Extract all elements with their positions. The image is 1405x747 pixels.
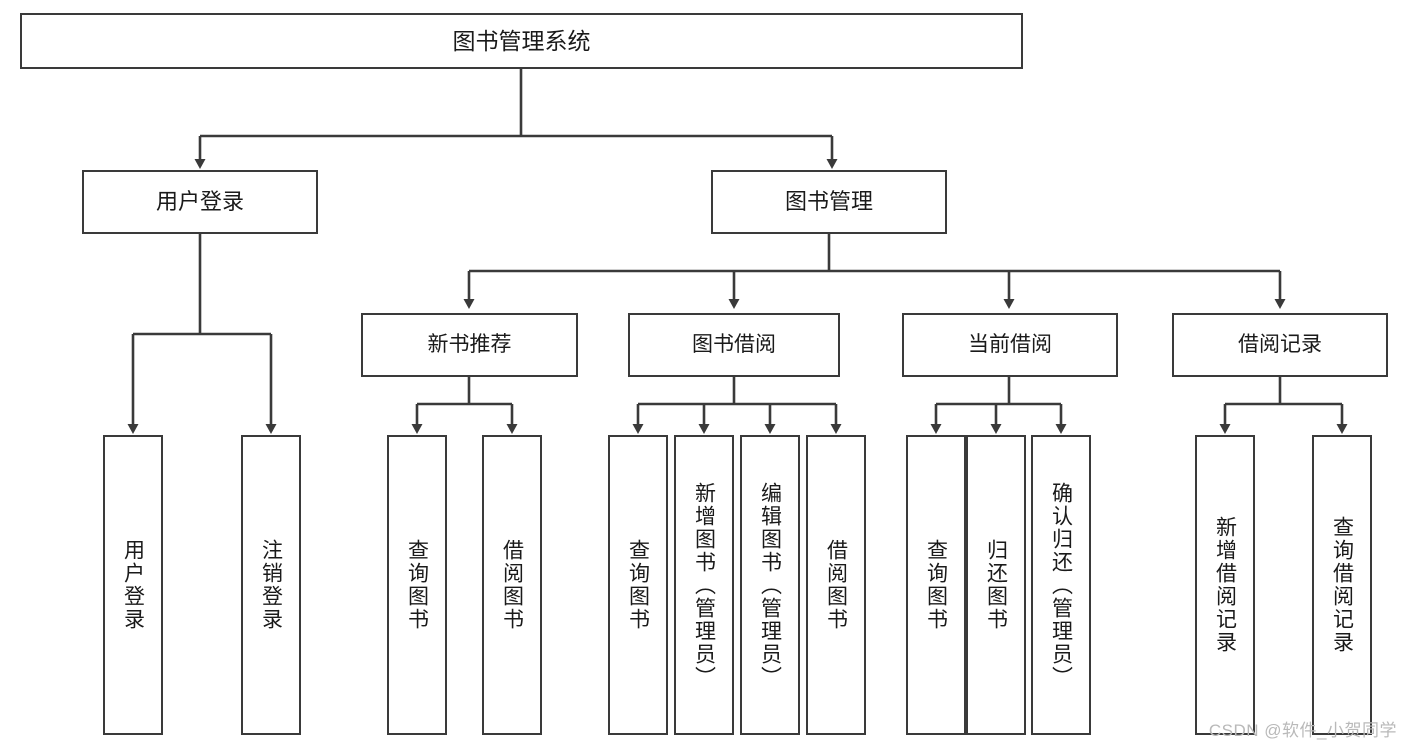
csdn-watermark: CSDN @软件_小贺同学 bbox=[1208, 721, 1397, 740]
node-leaf-confirm-return[interactable]: 确认归还（管理员） bbox=[1031, 435, 1091, 735]
node-new-book-recommend[interactable]: 新书推荐 bbox=[361, 313, 578, 377]
node-leaf-confirm-return-label: 确认归还（管理员） bbox=[1049, 481, 1073, 689]
node-leaf-query-record[interactable]: 查询借阅记录 bbox=[1312, 435, 1372, 735]
node-leaf-user-logout[interactable]: 注销登录 bbox=[241, 435, 301, 735]
node-leaf-add-book-label: 新增图书（管理员） bbox=[692, 481, 716, 689]
node-book-management[interactable]: 图书管理 bbox=[711, 170, 947, 234]
node-leaf-add-book[interactable]: 新增图书（管理员） bbox=[674, 435, 734, 735]
node-root-label: 图书管理系统 bbox=[452, 27, 591, 54]
node-book-management-label: 图书管理 bbox=[784, 188, 873, 214]
node-leaf-borrow-book-2[interactable]: 借阅图书 bbox=[806, 435, 866, 735]
node-leaf-user-login[interactable]: 用户登录 bbox=[103, 435, 163, 735]
node-borrow-record[interactable]: 借阅记录 bbox=[1172, 313, 1388, 377]
node-leaf-query-book-3-label: 查询图书 bbox=[924, 539, 948, 631]
node-new-book-recommend-label: 新书推荐 bbox=[427, 333, 512, 357]
node-leaf-user-logout-label: 注销登录 bbox=[259, 539, 283, 631]
node-leaf-add-record-label: 新增借阅记录 bbox=[1213, 516, 1237, 654]
node-leaf-user-login-label: 用户登录 bbox=[121, 539, 145, 631]
node-leaf-edit-book[interactable]: 编辑图书（管理员） bbox=[740, 435, 800, 735]
node-leaf-edit-book-label: 编辑图书（管理员） bbox=[758, 481, 782, 689]
node-current-borrow-label: 当前借阅 bbox=[968, 333, 1052, 357]
node-borrow-record-label: 借阅记录 bbox=[1238, 333, 1322, 357]
node-leaf-query-record-label: 查询借阅记录 bbox=[1330, 516, 1354, 654]
node-user-login-label: 用户登录 bbox=[155, 188, 244, 214]
node-leaf-query-book-3[interactable]: 查询图书 bbox=[906, 435, 966, 735]
node-user-login[interactable]: 用户登录 bbox=[82, 170, 318, 234]
node-leaf-query-book-2[interactable]: 查询图书 bbox=[608, 435, 668, 735]
node-leaf-query-book-1-label: 查询图书 bbox=[405, 539, 429, 631]
node-leaf-add-record[interactable]: 新增借阅记录 bbox=[1195, 435, 1255, 735]
node-current-borrow[interactable]: 当前借阅 bbox=[902, 313, 1118, 377]
node-leaf-return-book-label: 归还图书 bbox=[984, 539, 1008, 631]
node-root[interactable]: 图书管理系统 bbox=[20, 13, 1023, 69]
node-leaf-query-book-2-label: 查询图书 bbox=[626, 539, 650, 631]
node-leaf-return-book[interactable]: 归还图书 bbox=[966, 435, 1026, 735]
node-book-borrow[interactable]: 图书借阅 bbox=[628, 313, 840, 377]
node-leaf-query-book-1[interactable]: 查询图书 bbox=[387, 435, 447, 735]
node-leaf-borrow-book-2-label: 借阅图书 bbox=[824, 539, 848, 631]
node-book-borrow-label: 图书借阅 bbox=[692, 333, 776, 357]
node-leaf-borrow-book-1-label: 借阅图书 bbox=[500, 539, 524, 631]
node-leaf-borrow-book-1[interactable]: 借阅图书 bbox=[482, 435, 542, 735]
